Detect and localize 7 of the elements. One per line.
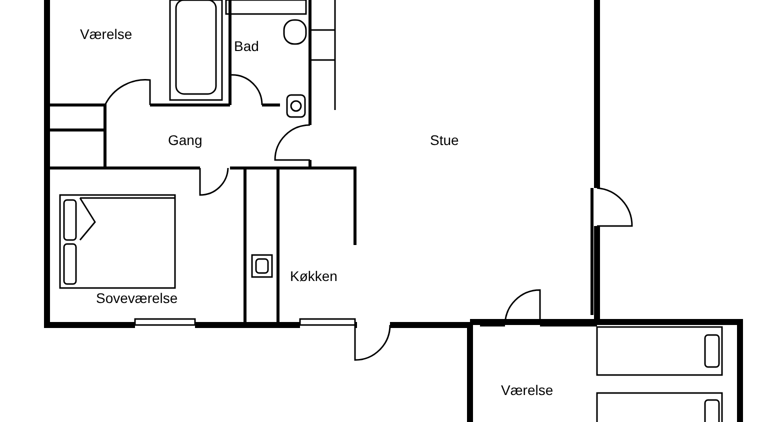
room-label: Stue	[430, 132, 459, 148]
room-label: Værelse	[501, 382, 554, 398]
room-label: Soveværelse	[96, 290, 178, 306]
room-label: Gang	[168, 132, 202, 148]
room-label: Køkken	[290, 268, 338, 284]
room-label: Værelse	[80, 26, 132, 42]
room-label: Bad	[234, 38, 259, 54]
